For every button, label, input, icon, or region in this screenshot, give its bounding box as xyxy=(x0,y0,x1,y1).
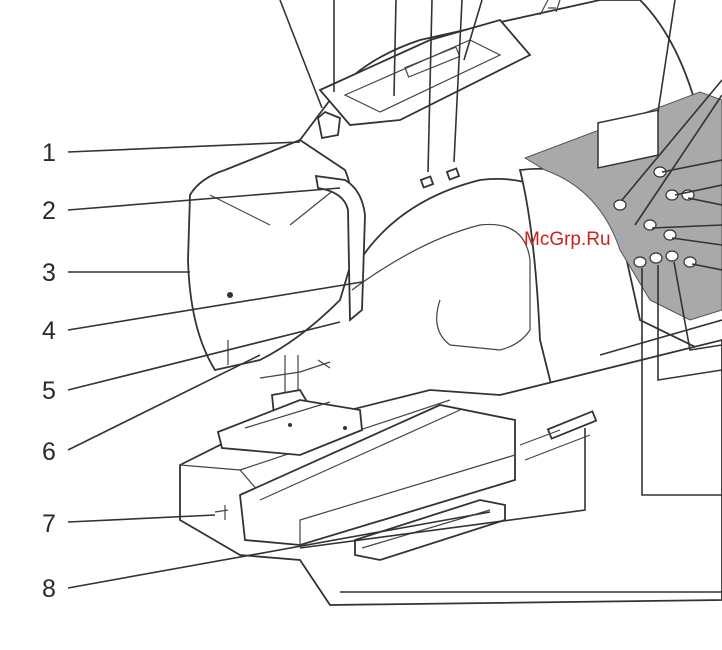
callout-5: 5 xyxy=(42,377,56,405)
panel-button xyxy=(684,257,696,267)
panel-button xyxy=(650,253,662,263)
callout-4: 4 xyxy=(42,317,56,345)
callout-labels: 1 2 3 4 5 6 7 8 xyxy=(42,139,56,603)
panel-button xyxy=(634,257,646,267)
callout-3: 3 xyxy=(42,259,56,287)
callout-6: 6 xyxy=(42,438,56,466)
free-arm-arch xyxy=(352,224,530,350)
callout-7: 7 xyxy=(42,510,56,538)
machine-illustration xyxy=(180,0,722,605)
callout-1: 1 xyxy=(42,139,56,167)
callout-8: 8 xyxy=(42,575,56,603)
panel-button xyxy=(666,251,678,261)
thread-guide xyxy=(318,112,340,138)
face-screw xyxy=(227,292,233,298)
callout-2: 2 xyxy=(42,197,56,225)
panel-button xyxy=(614,200,626,210)
watermark: McGrp.Ru xyxy=(524,229,611,250)
face-cover xyxy=(188,140,354,370)
